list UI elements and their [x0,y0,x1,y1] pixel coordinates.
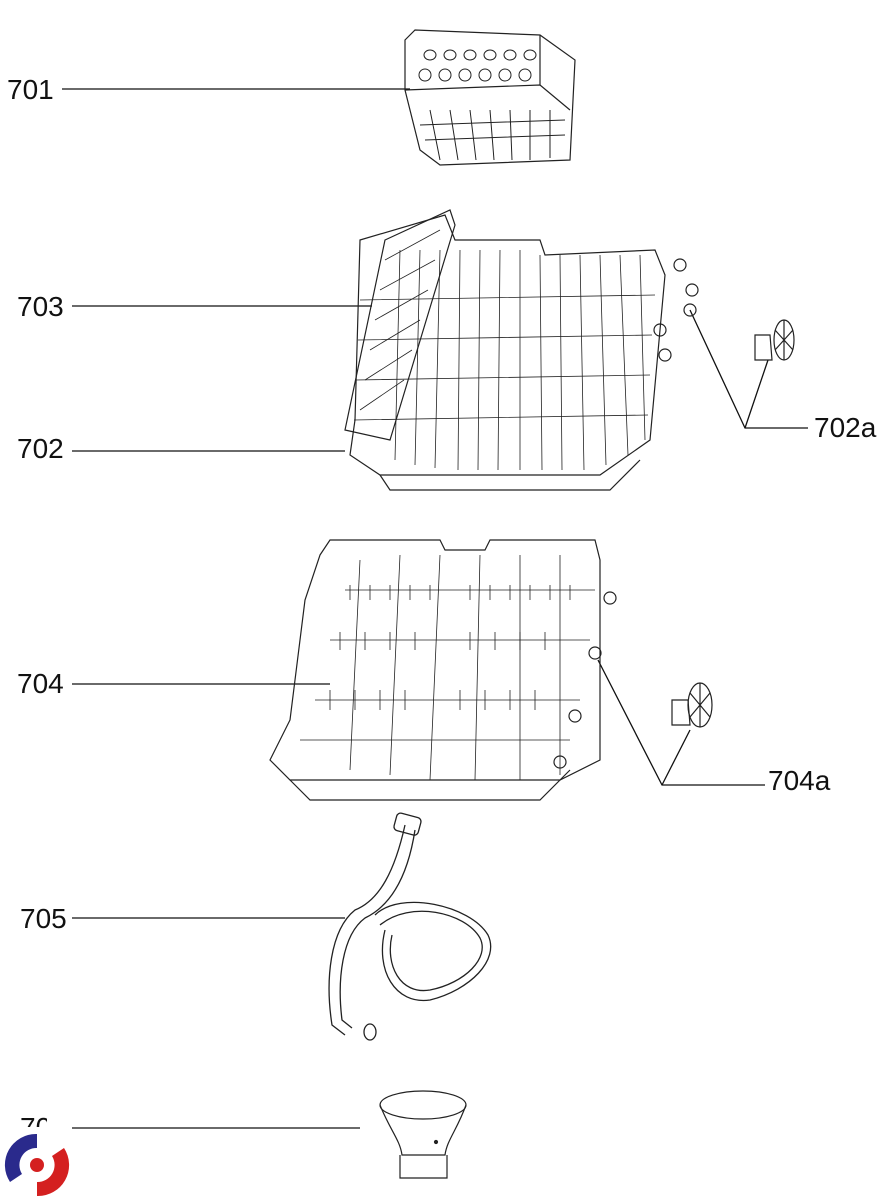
label-701: 701 [7,74,54,105]
part-703-cutlery-tray[interactable] [344,209,456,441]
part-705-hose[interactable] [328,812,492,1041]
label-702: 702 [17,433,64,464]
label-705: 705 [20,903,67,934]
leader-lines [62,88,808,1129]
part-701-cutlery-basket[interactable] [404,29,576,166]
part-706-funnel[interactable] [379,1090,467,1179]
label-704: 704 [17,668,64,699]
part-704a-wheel[interactable] [671,682,713,728]
part-704-lower-rack[interactable] [269,539,617,801]
label-706: 706 [20,1114,47,1128]
label-702a: 702a [814,412,877,443]
part-702-upper-rack[interactable] [349,214,699,491]
label-703: 703 [17,291,64,322]
brand-logo [4,1133,70,1197]
label-706-clip: 706 [0,1111,47,1128]
label-704a: 704a [768,765,831,796]
part-702a-wheel[interactable] [754,319,795,361]
